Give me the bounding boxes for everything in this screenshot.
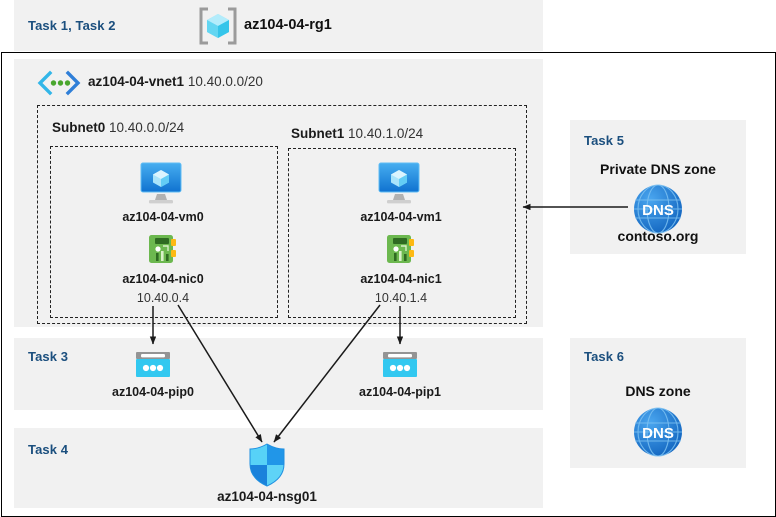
vm1-label: az104-04-vm1 bbox=[360, 210, 442, 224]
pip1-label: az104-04-pip1 bbox=[359, 385, 441, 399]
resource-group-panel bbox=[14, 0, 543, 51]
svg-text:DNS: DNS bbox=[642, 425, 674, 442]
nic1-label: az104-04-nic1 bbox=[360, 272, 442, 286]
vnet-header: az104-04-vnet1 10.40.0.0/20 bbox=[88, 74, 263, 89]
nic1-ip: 10.40.1.4 bbox=[374, 291, 428, 305]
dns-zone-title: DNS zone bbox=[625, 383, 691, 399]
virtual-machine-icon bbox=[373, 161, 425, 205]
subnet1-box bbox=[288, 148, 516, 318]
pip0-label: az104-04-pip0 bbox=[112, 385, 194, 399]
subnet0-box bbox=[50, 146, 278, 318]
virtual-network-icon bbox=[36, 70, 82, 96]
network-interface-icon bbox=[143, 232, 179, 268]
vnet-name: az104-04-vnet1 bbox=[88, 74, 185, 89]
resource-group-task-label: Task 1, Task 2 bbox=[28, 18, 116, 33]
nsg-label: az104-04-nsg01 bbox=[217, 489, 317, 504]
svg-text:DNS: DNS bbox=[642, 202, 674, 219]
private-dns-zone-title: Private DNS zone bbox=[600, 161, 716, 177]
subnet1-cidr: 10.40.1.0/24 bbox=[348, 126, 424, 141]
network-interface-icon bbox=[381, 232, 417, 268]
resource-group-name: az104-04-rg1 bbox=[244, 17, 332, 33]
public-ip-address-icon bbox=[134, 350, 172, 380]
nic0-label: az104-04-nic0 bbox=[122, 272, 204, 286]
public-ip-task-label: Task 3 bbox=[28, 349, 69, 364]
private-dns-zone-name: contoso.org bbox=[617, 228, 699, 244]
network-security-group-icon bbox=[247, 443, 287, 487]
subnet0-cidr: 10.40.0.0/24 bbox=[109, 120, 185, 135]
subnet1-name: Subnet1 bbox=[291, 126, 345, 141]
dns-zone-icon: DNS bbox=[631, 405, 685, 459]
vm0-label: az104-04-vm0 bbox=[122, 210, 204, 224]
vnet-panel bbox=[14, 59, 543, 327]
nsg-task-label: Task 4 bbox=[28, 442, 69, 457]
subnet0-name: Subnet0 bbox=[52, 120, 106, 135]
public-ip-panel bbox=[14, 338, 543, 410]
resource-group-icon bbox=[198, 7, 238, 45]
virtual-machine-icon bbox=[135, 161, 187, 205]
vnet-cidr: 10.40.0.0/20 bbox=[187, 74, 263, 89]
nic0-ip: 10.40.0.4 bbox=[136, 291, 190, 305]
subnet1-header: Subnet1 10.40.1.0/24 bbox=[291, 126, 423, 141]
subnet0-header: Subnet0 10.40.0.0/24 bbox=[52, 120, 184, 135]
public-ip-address-icon bbox=[381, 350, 419, 380]
private-dns-zone-task-label: Task 5 bbox=[584, 133, 625, 148]
dns-zone-task-label: Task 6 bbox=[584, 349, 625, 364]
dns-zone-icon: DNS bbox=[631, 182, 685, 236]
